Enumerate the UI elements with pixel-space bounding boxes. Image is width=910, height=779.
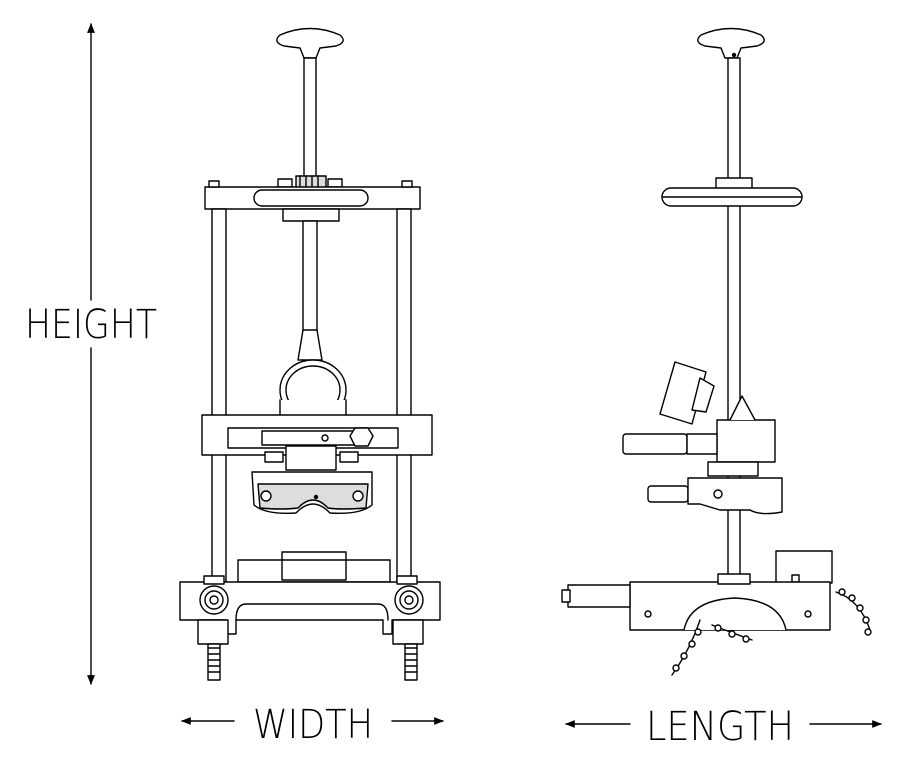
width-label: WIDTH (253, 702, 373, 748)
side-tool-block (688, 478, 782, 514)
front-drive-shaft (298, 221, 322, 360)
front-knob-right (395, 576, 423, 614)
side-carriage (717, 420, 775, 462)
side-handle-upper (623, 434, 687, 454)
side-view-machine (562, 29, 871, 676)
length-label: LENGTH (646, 704, 794, 750)
height-label: HEIGHT (25, 302, 157, 348)
front-top-knob (277, 29, 343, 59)
width-dimension: WIDTH (181, 702, 444, 748)
front-knob-left (200, 576, 228, 614)
length-dimension: LENGTH (565, 704, 882, 750)
side-top-knob (698, 29, 764, 59)
side-chain-right (836, 589, 871, 635)
side-chain-left (672, 620, 752, 675)
side-handle-lower (648, 486, 688, 502)
front-handwheel (254, 190, 368, 206)
front-chain-left (198, 620, 228, 680)
front-chain-right (393, 620, 423, 680)
front-view-machine (180, 29, 440, 681)
front-column-right (397, 209, 411, 584)
height-dimension: HEIGHT (25, 23, 157, 685)
front-feed-shaft (304, 58, 316, 178)
front-column-left (212, 209, 226, 584)
side-extension (568, 585, 630, 607)
